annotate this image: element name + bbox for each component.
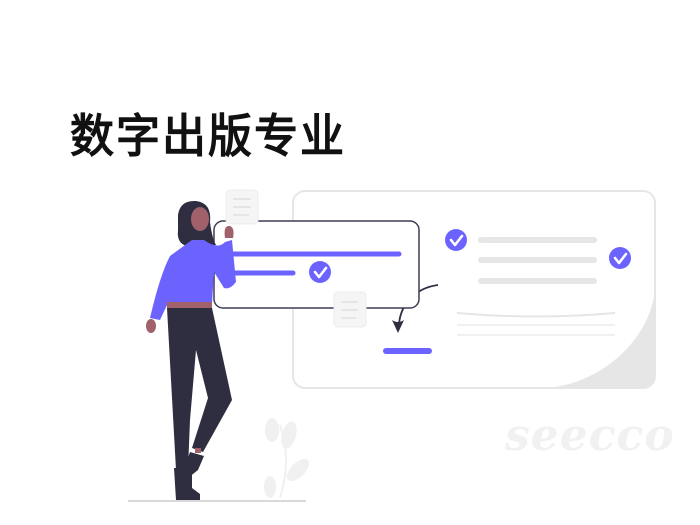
page-title: 数字出版专业 <box>70 109 346 164</box>
person-figure <box>146 200 236 500</box>
check-circle-icon <box>445 229 467 251</box>
front-card <box>213 220 420 309</box>
check-circle-icon <box>609 247 631 269</box>
note-icon <box>333 291 367 328</box>
watermark-logo: seecco <box>505 410 675 461</box>
check-circle-icon <box>309 261 331 283</box>
note-icon <box>225 189 259 225</box>
plant-icon <box>264 418 310 499</box>
